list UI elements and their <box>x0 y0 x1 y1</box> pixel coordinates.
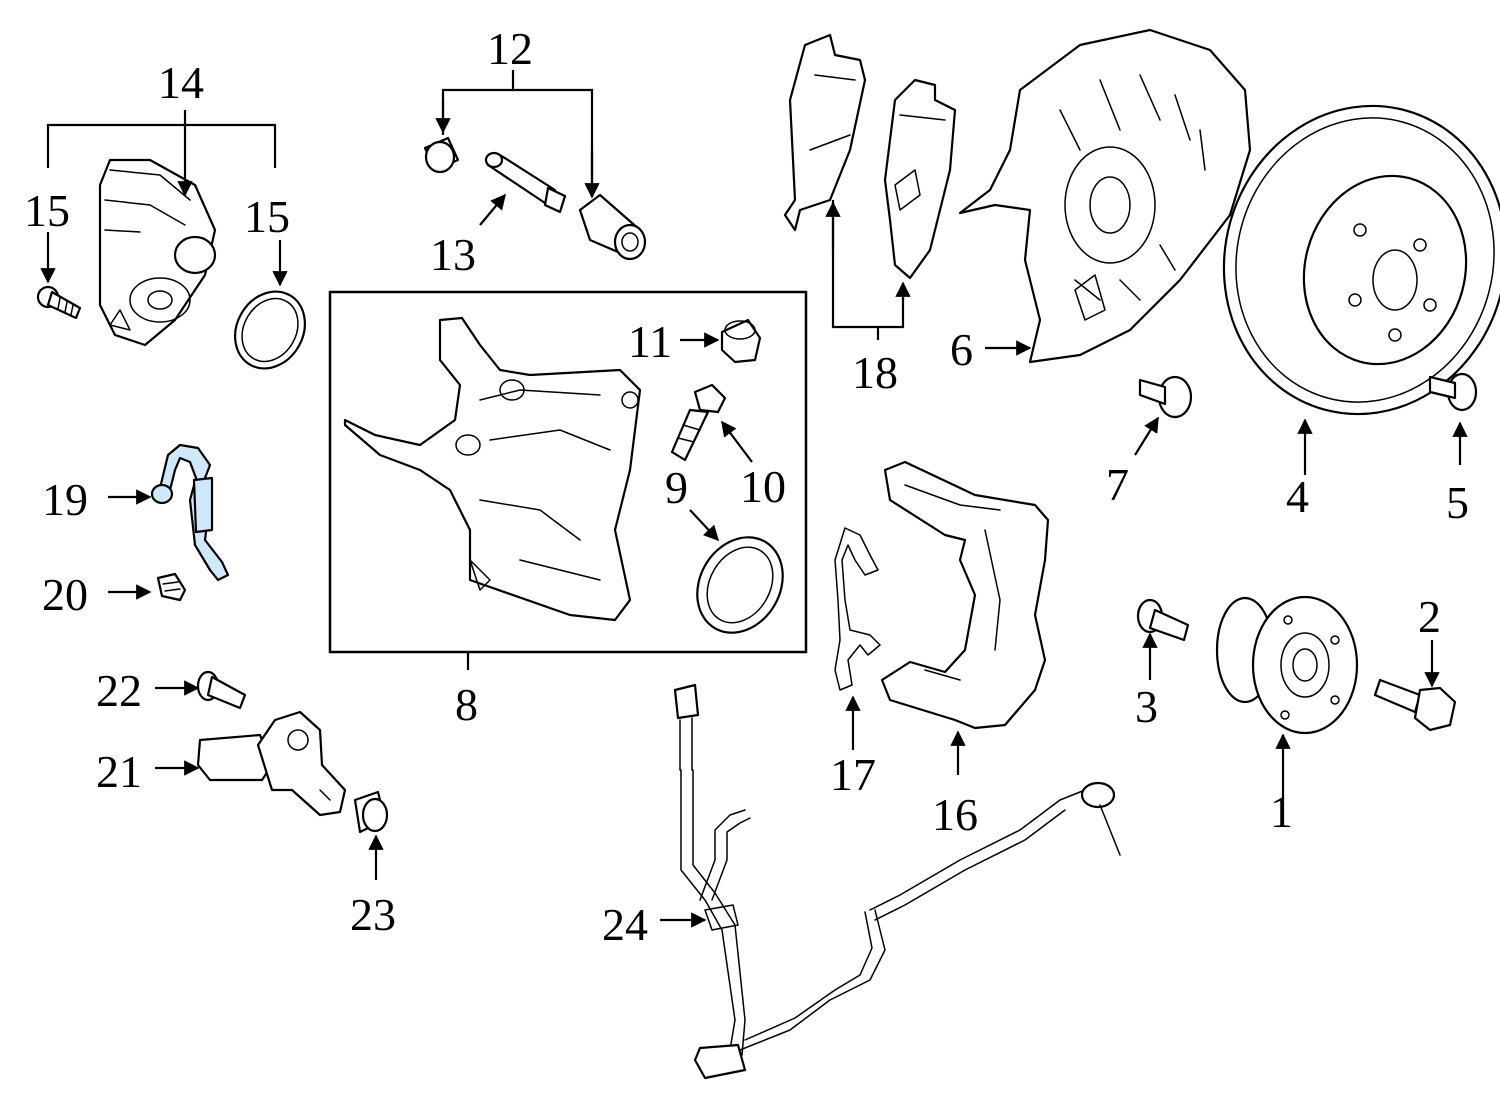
parking-brake-motor[interactable] <box>98 158 217 347</box>
callout-16: 16 <box>932 789 978 840</box>
bleeder-screw[interactable] <box>670 383 727 462</box>
callout-17: 17 <box>830 749 876 800</box>
callout-10: 10 <box>740 461 786 512</box>
level-sensor[interactable] <box>196 710 347 817</box>
callout-22: 22 <box>96 665 142 716</box>
shield-bolt[interactable] <box>1138 375 1193 419</box>
callout-18: 18 <box>852 347 898 398</box>
callout-9: 9 <box>665 462 688 513</box>
callout-11: 11 <box>628 316 672 367</box>
callout-4: 4 <box>1286 471 1309 522</box>
callout-12: 12 <box>487 23 533 74</box>
guide-boot[interactable] <box>578 193 647 261</box>
guide-pin[interactable] <box>484 151 567 214</box>
abs-harness[interactable] <box>673 683 1121 1080</box>
callout-2: 2 <box>1418 591 1441 642</box>
sensor-grommet[interactable] <box>353 790 389 834</box>
callout-1: 1 <box>1270 786 1293 837</box>
callout-14: 14 <box>158 57 204 108</box>
callout-15-right: 15 <box>244 191 290 242</box>
brake-pad-outer[interactable] <box>783 33 867 232</box>
callout-23: 23 <box>350 889 396 940</box>
caliper-cap[interactable] <box>720 318 762 364</box>
dust-shield[interactable] <box>958 28 1252 364</box>
hub-screw[interactable] <box>1136 598 1190 642</box>
callout-19: 19 <box>42 474 88 525</box>
rotor-screw[interactable] <box>1428 372 1478 412</box>
callout-8: 8 <box>455 679 478 730</box>
callout-20: 20 <box>42 569 88 620</box>
callout-13: 13 <box>430 229 476 280</box>
pad-spring[interactable] <box>834 527 881 691</box>
brake-pad-inner[interactable] <box>883 78 957 280</box>
hose-clip[interactable] <box>156 572 187 602</box>
sensor-bolt[interactable] <box>196 670 247 710</box>
piston-seal[interactable] <box>680 522 799 649</box>
callout-5: 5 <box>1446 477 1469 528</box>
motor-screw[interactable] <box>36 285 82 320</box>
callout-24: 24 <box>602 899 648 950</box>
callout-21: 21 <box>96 746 142 797</box>
callout-6: 6 <box>950 324 973 375</box>
hub-bolt[interactable] <box>1373 678 1457 732</box>
brake-hose[interactable] <box>150 443 230 582</box>
brake-rotor[interactable] <box>1190 74 1500 446</box>
motor-seal-ring[interactable] <box>221 279 318 381</box>
caliper-assembly-box <box>328 290 808 654</box>
callout-7: 7 <box>1106 459 1129 510</box>
callout-3: 3 <box>1135 681 1158 732</box>
caliper-bracket[interactable] <box>880 460 1050 730</box>
wheel-hub[interactable] <box>1215 595 1359 735</box>
callout-15-left: 15 <box>24 185 70 236</box>
brake-caliper[interactable] <box>343 316 642 622</box>
guide-pin-cap[interactable] <box>423 136 460 174</box>
